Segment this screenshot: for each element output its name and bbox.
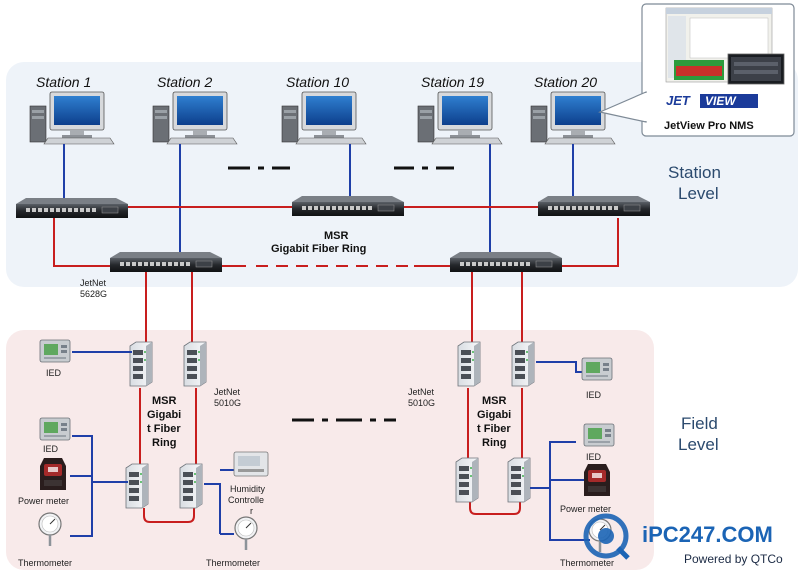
jetnet-5010g-right-line1: JetNet [408,387,435,397]
link-left-devices-bus [70,435,93,537]
right-field-ring-label-line1: MSR [482,395,507,407]
jetview-nms-label: JetView Pro NMS [664,120,754,132]
station-level-label-line1: Station [668,163,721,182]
link-right-devices-bus-lower [549,488,590,541]
right-field-ring-label-line4: Ring [482,437,506,449]
humidity-controller-label-line1: Humidity [230,484,266,494]
field-ring-right-link [469,500,521,515]
field-switch-left-top-a [129,341,153,387]
ied-left-mid-label: IED [43,444,59,454]
power-meter-right-label: Power meter [560,504,611,514]
ied-right-mid-device [583,423,615,447]
left-field-ring-label-line4: Ring [152,437,176,449]
link-humidity-controller [204,483,221,534]
field-switch-left-top-b [183,341,207,387]
ied-left-mid-device [39,417,71,441]
core-switch-left [109,251,223,273]
field-switch-left-bottom-b [179,463,203,509]
thermometer-mid-label: Thermometer [206,558,260,568]
station-2-label: Station 2 [157,74,212,90]
top-ring-label-line1: MSR [324,230,349,242]
top-ring-label-line2: Gigabit Fiber Ring [271,243,366,255]
jetnet-5628g-label-line2: 5628G [80,289,107,299]
left-field-ring-label-line3: t Fiber [147,423,181,435]
humidity-controller-label-line3: r [250,506,253,516]
station-20-label: Station 20 [534,74,597,90]
jetview-nms-inset: JET VIEW JetView Pro NMS [598,3,795,137]
station-switch-center [291,195,405,217]
ied-right-top-label: IED [586,390,602,400]
jetview-logo-view: VIEW [705,94,737,108]
watermark-tagline: Powered by QTCo [684,552,783,566]
field-switch-right-bottom-b [507,457,531,503]
jetnet-5010g-left-line1: JetNet [214,387,241,397]
station-switch-right [537,195,651,217]
jetnet-5010g-left-line2: 5010G [214,398,241,408]
jetnet-5010g-right-line2: 5010G [408,398,435,408]
right-field-ring-label-line3: t Fiber [477,423,511,435]
thermometer-left-label: Thermometer [18,558,72,568]
field-switch-right-top-a [457,341,481,387]
humidity-controller-device [233,451,269,477]
thermometer-right-label: Thermometer [560,558,614,568]
jetview-logo-box [700,94,758,108]
left-field-ring-label-line1: MSR [152,395,177,407]
station-1-label: Station 1 [36,74,91,90]
core-switch-right [449,251,563,273]
station-level-label-line2: Level [678,184,719,203]
watermark-logo-icon [583,513,629,559]
ipc247-watermark: iPC247.COM Powered by QTCo [583,513,783,566]
jetview-logo-jet: JET [666,93,691,108]
field-level-label-line2: Level [678,435,719,454]
left-field-ring-label-line2: Gigabi [147,409,181,421]
humidity-controller-label-line2: Controlle [228,495,264,505]
field-switch-left-bottom-a [125,463,149,509]
field-ring-left-link [143,508,195,523]
watermark-brand: iPC247.COM [642,522,773,547]
ied-left-top-label: IED [46,368,62,378]
field-level-label-line1: Field [681,414,718,433]
station-19-label: Station 19 [421,74,484,90]
power-meter-left-label: Power meter [18,496,69,506]
station-switch-left [15,197,129,219]
ring-link [562,218,619,267]
ied-left-top-device [39,339,71,363]
ied-right-mid-label: IED [586,452,602,462]
station-10-label: Station 10 [286,74,349,90]
field-level-background [6,330,654,570]
link-right-devices-bus [530,441,576,489]
jetnet-5628g-label-line1: JetNet [80,278,107,288]
right-field-ring-label-line2: Gigabi [477,409,511,421]
ied-right-top-device [581,357,613,381]
field-switch-right-bottom-a [455,457,479,503]
power-meter-left-device [40,458,66,490]
power-meter-right-device [584,464,610,496]
ring-link [53,218,112,267]
field-switch-right-top-b [511,341,535,387]
